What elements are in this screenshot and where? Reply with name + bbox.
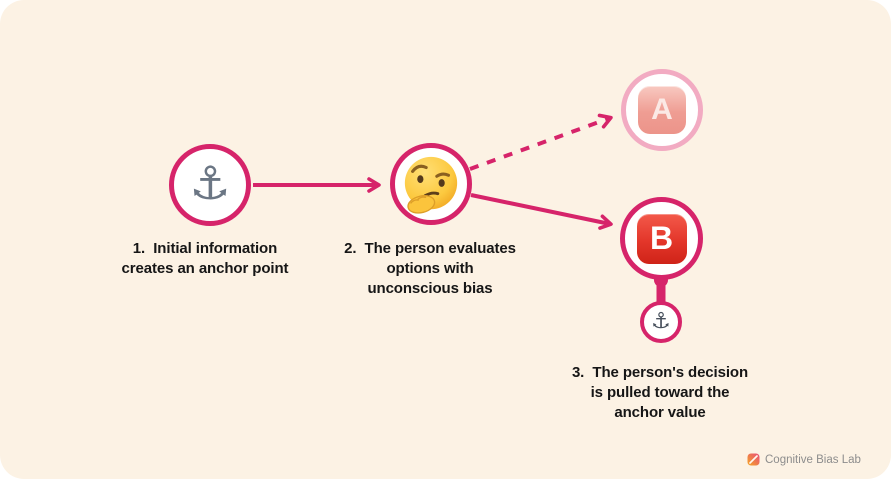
watermark-label: Cognitive Bias Lab (765, 453, 861, 466)
node-person-evaluating (390, 143, 472, 225)
step-2-line-2: options with (386, 260, 474, 277)
node-anchor-point: ⚓ (169, 144, 251, 226)
cognitive-bias-lab-logo-icon (747, 453, 760, 466)
option-b-badge: B (636, 213, 687, 264)
step-2-line-3: unconscious bias (367, 280, 493, 297)
step-3-line-3: anchor value (614, 404, 706, 421)
node-option-a: A (621, 69, 703, 151)
node-anchor-value: ⚓ (640, 301, 682, 343)
step-2-label: 2. The person evaluates options with unc… (330, 239, 530, 299)
step-1-line-1: 1. Initial information (132, 240, 278, 257)
step-3-line-2: is pulled toward the (590, 384, 730, 401)
step-3-line-1: 3. The person's decision (571, 364, 749, 381)
step-2-line-1: 2. The person evaluates (344, 240, 516, 257)
anchor-icon: ⚓ (189, 156, 231, 210)
step-1-label: 1. Initial information creates an anchor… (95, 239, 315, 279)
node-option-b: B (620, 197, 703, 280)
step-1-line-2: creates an anchor point (121, 260, 289, 277)
thinking-face-icon (404, 156, 458, 214)
step-3-label: 3. The person's decision is pulled towar… (550, 363, 770, 423)
anchor-small-icon: ⚓ (651, 309, 671, 334)
watermark: Cognitive Bias Lab (747, 453, 861, 466)
option-a-badge: A (638, 86, 686, 134)
